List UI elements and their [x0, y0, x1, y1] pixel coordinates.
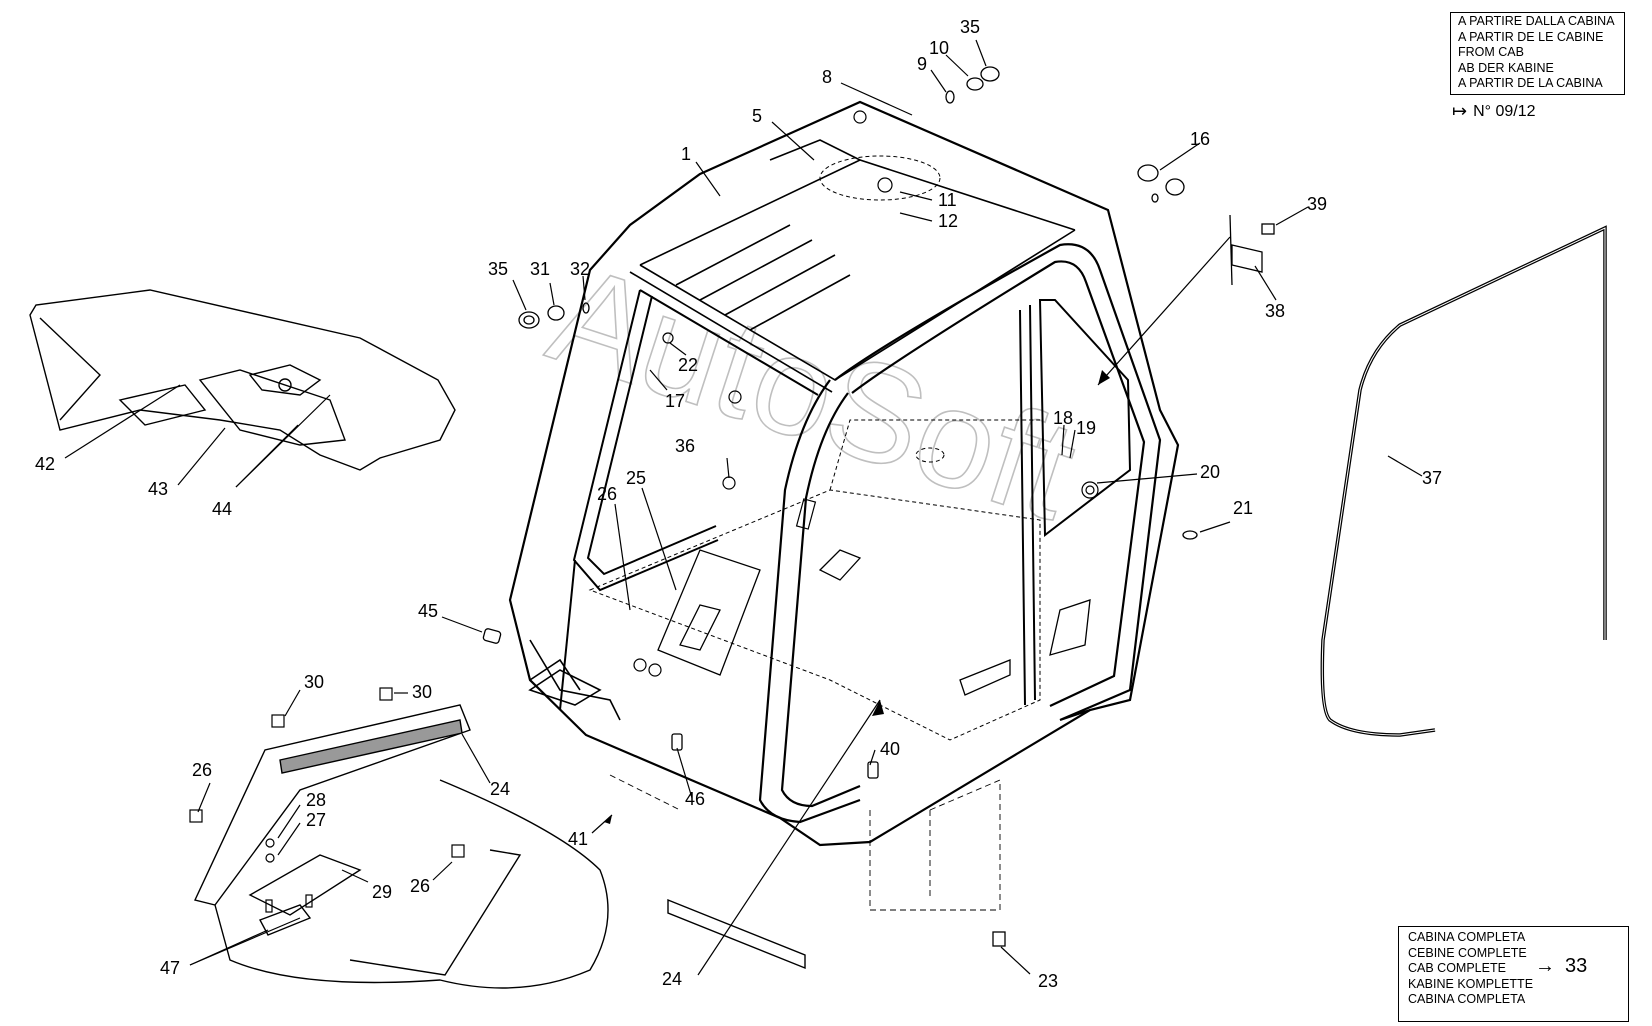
callout-35-top: 35 — [960, 17, 980, 37]
callout-24-bottom: 24 — [662, 969, 682, 989]
callout-29: 29 — [372, 882, 392, 902]
loose-parts — [482, 66, 1275, 947]
note-line: A PARTIR DE LE CABINE — [1458, 29, 1604, 44]
callout-18: 18 — [1053, 408, 1073, 428]
part-callouts: 1 5 8 9 10 35 11 12 16 39 38 35 31 32 22… — [35, 17, 1442, 991]
callout-30-b: 30 — [412, 682, 432, 702]
callout-40: 40 — [880, 739, 900, 759]
complete-cab-part-number: 33 — [1565, 955, 1588, 977]
callout-38: 38 — [1265, 301, 1285, 321]
note-line: FROM CAB — [1458, 45, 1524, 59]
callout-42: 42 — [35, 454, 55, 474]
callout-26-panel: 26 — [410, 876, 430, 896]
note-line: A PARTIRE DALLA CABINA — [1458, 14, 1615, 28]
callout-26-left: 26 — [192, 760, 212, 780]
leader-arrows — [604, 370, 1110, 824]
cab-interior-plates — [657, 549, 1091, 696]
callout-11: 11 — [938, 190, 957, 210]
seal-strip — [1320, 225, 1607, 737]
callout-23: 23 — [1038, 971, 1058, 991]
cab-small-parts — [633, 110, 1099, 677]
left-door-frame — [559, 289, 819, 711]
callout-35-left: 35 — [488, 259, 508, 279]
callout-36: 36 — [675, 436, 695, 456]
callout-31: 31 — [530, 259, 550, 279]
callout-19: 19 — [1076, 418, 1096, 438]
callout-47: 47 — [160, 958, 180, 978]
serial-number: N° 09/12 — [1473, 102, 1536, 120]
callout-8: 8 — [822, 67, 832, 87]
callout-10: 10 — [929, 38, 949, 58]
callout-25: 25 — [626, 468, 646, 488]
complete-cab-reference: → 33 — [1535, 955, 1587, 978]
callout-41: 41 — [568, 829, 588, 849]
complete-cab-note: CABINA COMPLETA CEBINE COMPLETE CAB COMP… — [1398, 926, 1629, 1022]
callout-43: 43 — [148, 479, 168, 499]
callout-5: 5 — [752, 106, 762, 126]
arrow-right-icon: → — [1535, 955, 1555, 977]
left-assembly — [29, 289, 456, 471]
leader-lines — [64, 39, 1423, 976]
from-cab-note: A PARTIRE DALLA CABINA A PARTIR DE LE CA… — [1450, 12, 1625, 95]
lower-left-panel — [194, 704, 609, 989]
callout-46: 46 — [685, 789, 705, 809]
bottom-strip — [667, 898, 806, 970]
note-line: AB DER KABINE — [1458, 60, 1554, 75]
note-line: CEBINE COMPLETE — [1408, 945, 1527, 960]
callout-30-a: 30 — [304, 672, 324, 692]
callout-16: 16 — [1190, 129, 1210, 149]
guide-lines — [609, 774, 1001, 911]
cab-body — [508, 100, 1180, 847]
front-pillars — [758, 243, 1162, 824]
seal-strip-inner — [1321, 227, 1606, 736]
note-line: A PARTIR DE LA CABINA — [1458, 76, 1603, 90]
callout-1: 1 — [681, 144, 691, 164]
callout-21: 21 — [1233, 498, 1253, 518]
panel-fasteners — [189, 687, 465, 913]
arrow-right-icon: ↦ — [1452, 101, 1468, 121]
cab-floor — [588, 155, 1041, 741]
note-line: KABINE KOMPLETTE — [1408, 976, 1534, 991]
callout-39: 39 — [1307, 194, 1327, 214]
callout-26-cab: 26 — [597, 484, 617, 504]
callout-44: 44 — [212, 499, 232, 519]
note-line: CABINA COMPLETA — [1408, 992, 1526, 1006]
serial-reference: ↦ N° 09/12 — [1452, 101, 1536, 122]
callout-17: 17 — [665, 391, 685, 411]
callout-37: 37 — [1422, 468, 1442, 488]
callout-32: 32 — [570, 259, 590, 279]
callout-9: 9 — [917, 54, 927, 74]
callout-22: 22 — [678, 355, 698, 375]
callout-12: 12 — [938, 211, 958, 231]
callout-24-top: 24 — [490, 779, 510, 799]
note-line: CABINA COMPLETA — [1408, 930, 1526, 944]
callout-27: 27 — [306, 810, 326, 830]
right-window — [1019, 299, 1132, 706]
note-line: CAB COMPLETE — [1408, 961, 1506, 975]
cab-front-skirt — [528, 639, 621, 721]
callout-20: 20 — [1200, 462, 1220, 482]
callout-45: 45 — [418, 601, 438, 621]
callout-28: 28 — [306, 790, 326, 810]
